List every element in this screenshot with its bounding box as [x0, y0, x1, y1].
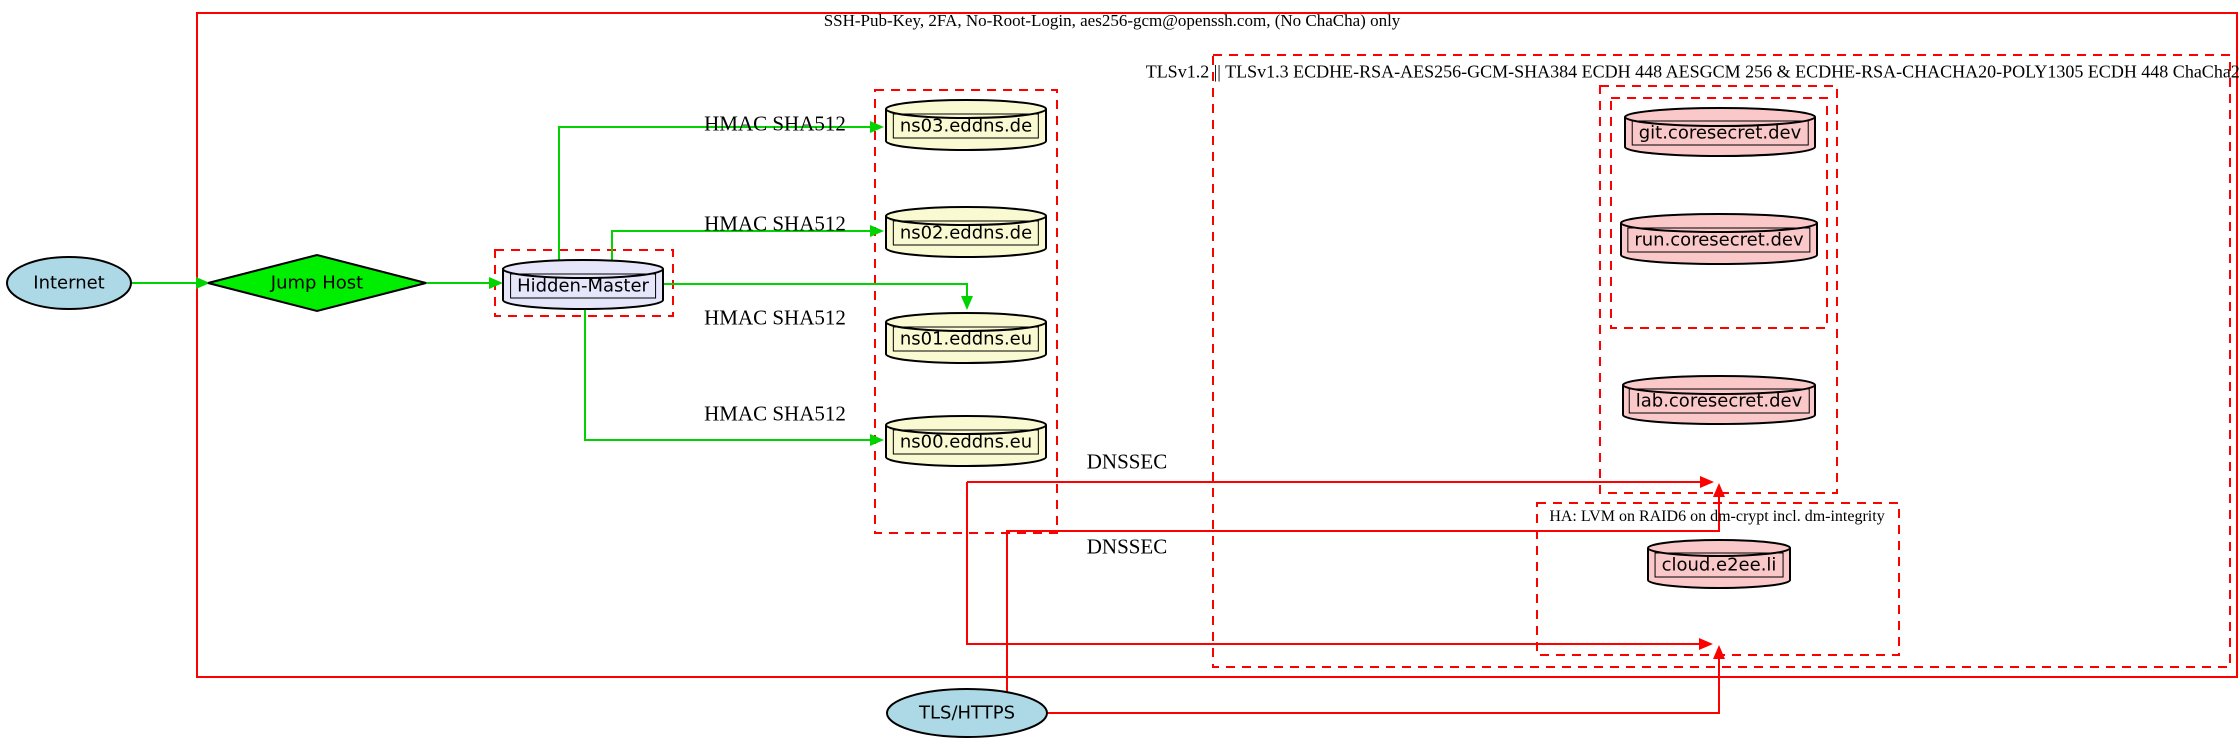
servers-cluster-border: [1599, 85, 1838, 494]
internet-ellipse: [6, 256, 132, 310]
jump-host-diamond: [207, 253, 427, 313]
edge-hiddenmaster-ns00: [584, 309, 884, 446]
run-node-label: run.coresecret.dev: [1627, 227, 1811, 253]
hidden-master-cylinder: [502, 259, 664, 310]
cloud-node-label: cloud.e2ee.li: [1654, 552, 1784, 578]
hmac-label-ns02: HMAC SHA512: [704, 211, 846, 236]
ha-cluster-label: HA: LVM on RAID6 on dm-crypt incl. dm-in…: [1549, 508, 1885, 525]
internet-node-label: Internet: [33, 272, 105, 294]
dns-cluster-border: [874, 89, 1058, 534]
ns00-node-label: ns00.eddns.eu: [892, 429, 1040, 455]
ns03-node-label: ns03.eddns.de: [892, 113, 1040, 139]
edge-hiddenmaster-ns02: [611, 225, 884, 261]
hmac-label-ns00: HMAC SHA512: [704, 401, 846, 426]
edge-dnssec-to-servers: [967, 476, 1714, 488]
ssh-cluster-label: SSH-Pub-Key, 2FA, No-Root-Login, aes256-…: [823, 11, 1401, 30]
dnssec-label-2: DNSSEC: [1086, 534, 1168, 559]
edge-hiddenmaster-ns03: [558, 121, 884, 261]
ns02-node-label: ns02.eddns.de: [892, 220, 1040, 246]
tls-https-node-label: TLS/HTTPS: [918, 702, 1016, 724]
edge-hiddenmaster-ns01: [663, 283, 973, 310]
cloud-cylinder: [1647, 539, 1791, 589]
ns01-node-label: ns01.eddns.eu: [892, 326, 1040, 352]
lab-node-label: lab.coresecret.dev: [1628, 388, 1810, 414]
edge-jumphost-hiddenmaster: [426, 277, 503, 289]
edge-tlshttps-to-servers: [1006, 483, 1725, 692]
tls-cluster-label: TLSv1.2 || TLSv1.3 ECDHE-RSA-AES256-GCM-…: [1145, 61, 2240, 82]
hmac-label-ns03: HMAC SHA512: [704, 111, 846, 136]
ssh-cluster-border: [196, 12, 2238, 678]
hmac-label-ns01: HMAC SHA512: [704, 305, 846, 330]
dnssec-label-1: DNSSEC: [1086, 449, 1168, 474]
tls-https-ellipse: [886, 688, 1048, 738]
tls-cluster-border: [1212, 54, 2231, 668]
edge-internet-jumphost: [131, 277, 210, 289]
hidden-master-node-label: Hidden-Master: [510, 273, 656, 299]
git-node-label: git.coresecret.dev: [1631, 120, 1809, 146]
edge-tlshttps-to-cloud: [1047, 645, 1725, 714]
git-run-cluster-border: [1610, 97, 1828, 329]
edge-dnssec-to-cloud: [966, 482, 1713, 650]
jump-host-node-label: Jump Host: [270, 272, 364, 294]
